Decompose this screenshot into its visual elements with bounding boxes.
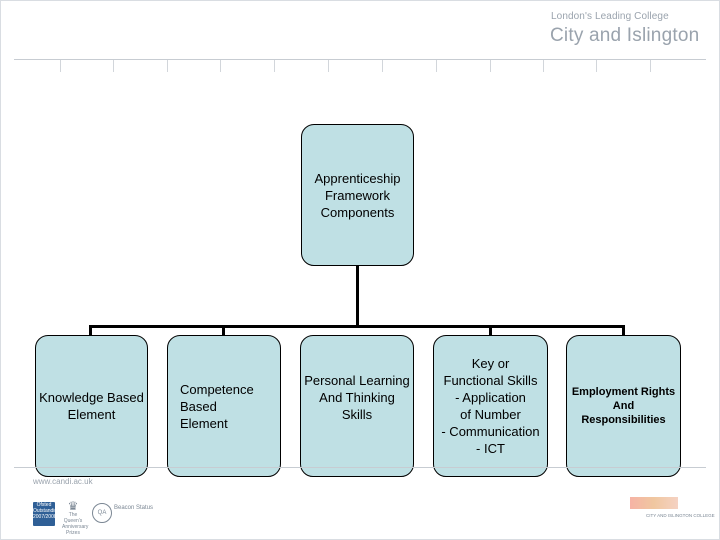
crest-icon: ♛: [67, 499, 79, 513]
child-node-competence-based-element: Competence Based Element: [167, 335, 281, 477]
beacon-status-logo: QA: [92, 503, 112, 523]
ruler-tick: [167, 60, 168, 72]
beacon-logo-label: QA: [97, 510, 107, 516]
ruler-tick: [113, 60, 114, 72]
ofsted-logo: Ofsted Outstanding 2007/2008: [33, 502, 60, 526]
child-node-1-line2: Element: [67, 407, 116, 422]
child-node-2-line2: Based: [180, 398, 217, 414]
ruler-tick: [382, 60, 383, 72]
city-islington-college-logo-text: CITY AND ISLINGTON COLLEGE: [646, 513, 715, 518]
college-tagline: London's Leading College: [551, 11, 669, 22]
child-node-3-line3: Skills: [341, 407, 373, 422]
child-node-employment-rights-responsibilities: Employment Rights And Responsibilities: [566, 335, 681, 477]
root-node-line2: Framework: [324, 187, 390, 203]
child-node-personal-learning-thinking-skills: Personal Learning And Thinking Skills: [300, 335, 414, 477]
ruler-tick: [274, 60, 275, 72]
child-node-key-functional-skills: Key or Functional Skills - Application o…: [433, 335, 548, 477]
child-node-4-line2: Functional Skills: [443, 373, 538, 388]
header-divider: [14, 59, 706, 60]
ruler-tick: [490, 60, 491, 72]
child-node-5-line3: Responsibilities: [581, 414, 666, 426]
connector-drop-2: [222, 325, 225, 337]
child-node-3-line1: Personal Learning: [304, 373, 410, 388]
ruler-tick: [650, 60, 651, 72]
child-node-4-line6: - ICT: [476, 441, 505, 456]
root-node-apprenticeship-framework: Apprenticeship Framework Components: [301, 124, 414, 266]
child-node-4-line4: of Number: [460, 407, 521, 422]
root-node-line1: Apprenticeship: [314, 170, 401, 186]
ofsted-logo-text: Ofsted Outstanding 2007/2008: [33, 502, 60, 520]
beacon-status-text: Beacon Status: [114, 505, 154, 511]
child-node-3-line2: And Thinking: [319, 390, 395, 405]
child-node-5-line1: Employment Rights: [571, 386, 676, 398]
footer-divider: [14, 467, 706, 468]
child-node-5-line2: And: [612, 400, 635, 412]
crest-logo-text: The Queen's Anniversary Prizes: [62, 512, 89, 536]
ruler-tick: [436, 60, 437, 72]
college-name: City and Islington: [550, 25, 700, 46]
connector-drop-4: [489, 325, 492, 337]
ruler-tick: [543, 60, 544, 72]
connector-drop-1: [89, 325, 92, 337]
child-node-4-line5: - Communication: [441, 424, 540, 439]
child-node-knowledge-based-element: Knowledge Based Element: [35, 335, 148, 477]
child-node-4-line3: - Application: [455, 390, 526, 405]
city-islington-college-logo: [630, 497, 678, 509]
connector-horizontal-bar: [89, 325, 625, 328]
child-node-2-line1: Competence: [180, 381, 254, 397]
ruler-tick: [220, 60, 221, 72]
child-node-1-line1: Knowledge Based: [39, 390, 144, 405]
child-node-4-line1: Key or: [471, 356, 510, 371]
connector-drop-5: [622, 325, 625, 337]
ruler-tick: [60, 60, 61, 72]
ruler-tick: [328, 60, 329, 72]
ruler-tick: [596, 60, 597, 72]
root-node-line3: Components: [320, 204, 395, 220]
queens-prize-crest-logo: ♛ The Queen's Anniversary Prizes: [62, 499, 88, 536]
child-node-2-line3: Element: [180, 415, 228, 431]
connector-root-stem: [356, 266, 359, 328]
college-website-link[interactable]: www.candi.ac.uk: [33, 477, 93, 486]
